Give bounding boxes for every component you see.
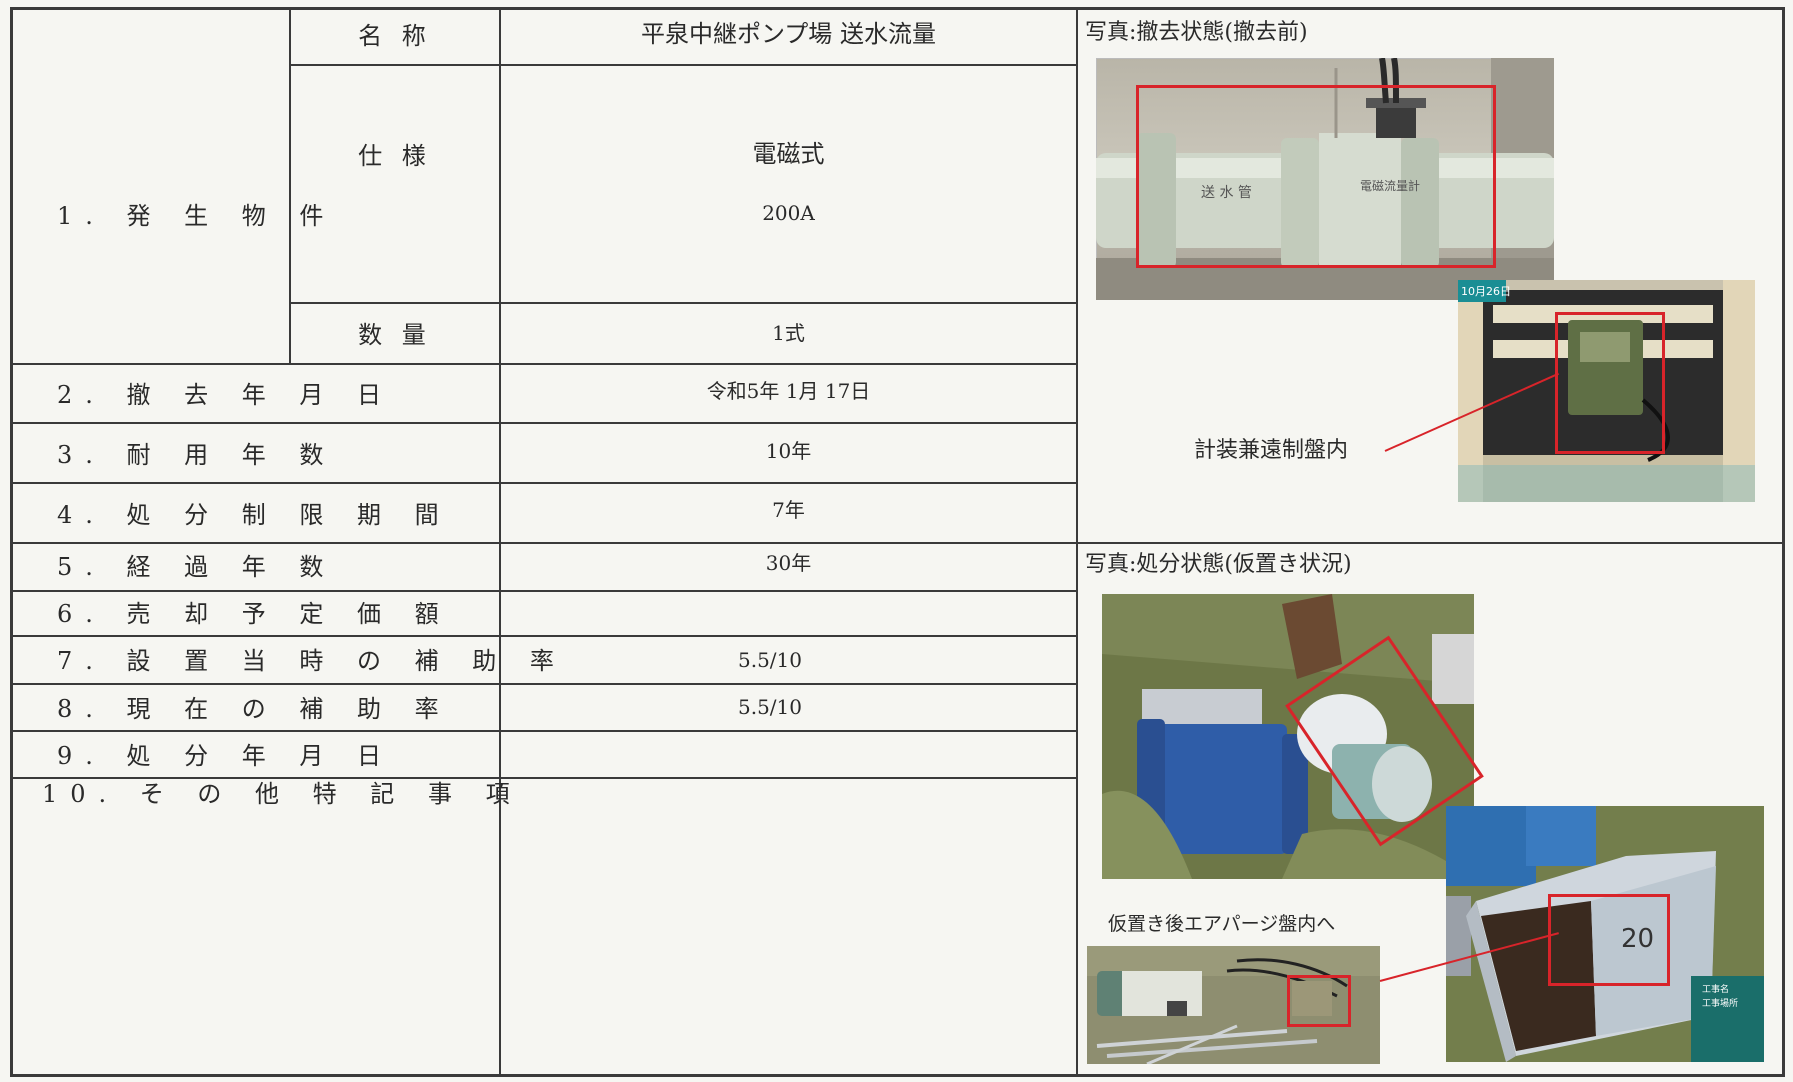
- sign-text-1: 工事名: [1702, 985, 1730, 995]
- temp-storage-drawing: [1087, 946, 1380, 1064]
- row-line-7: [10, 683, 1076, 685]
- row-line-1: [10, 363, 1076, 365]
- temp-storage-photo: [1087, 946, 1380, 1064]
- col-line-1: [289, 7, 291, 364]
- qty-label: 数 量: [358, 321, 432, 349]
- service-life-label: 3. 耐 用 年 数: [57, 441, 337, 469]
- temp-storage-highlight-box: [1287, 975, 1351, 1027]
- equipment-drawing: [1102, 594, 1474, 879]
- box-highlight-box: [1548, 894, 1670, 986]
- removal-date-label: 2. 撤 去 年 月 日: [57, 381, 395, 409]
- item-label: 1. 発 生 物 件: [57, 202, 337, 230]
- name-label: 名 称: [358, 22, 432, 50]
- removal-date-value: 令和5年 1月 17日: [706, 379, 871, 403]
- equipment-grass-photo: [1102, 594, 1474, 879]
- subsidy-current-value: 5.5/10: [738, 695, 802, 719]
- spec-value-size: 200A: [762, 201, 815, 225]
- flowmeter-label: 電磁流量計: [1360, 179, 1421, 193]
- other-notes-label: 10. そ の 他 特 記 事 項: [42, 780, 523, 808]
- sale-price-label: 6. 売 却 予 定 価 額: [57, 600, 452, 628]
- panel-drawing: [1458, 280, 1755, 502]
- box-drawing: [1446, 806, 1764, 1062]
- panel-caption: 計装兼遠制盤内: [1194, 438, 1349, 463]
- sign-text-2: 工事場所: [1702, 999, 1739, 1009]
- row-line-2: [10, 422, 1076, 424]
- pipe-label: 送 水 管: [1201, 185, 1252, 201]
- row-line-9: [10, 777, 1076, 779]
- subsidy-original-value: 5.5/10: [738, 648, 802, 672]
- box-number: 20: [1621, 924, 1655, 954]
- name-value: 平泉中継ポンプ場 送水流量: [641, 20, 936, 48]
- panel-photo: 10月26日: [1458, 280, 1755, 502]
- disposal-date-label: 9. 処 分 年 月 日: [57, 742, 395, 770]
- spec-label: 仕 様: [358, 142, 432, 170]
- row-line-8: [10, 730, 1076, 732]
- disposal-limit-label: 4. 処 分 制 限 期 間: [57, 501, 452, 529]
- pipe-highlight-box: [1136, 85, 1496, 268]
- disposal-limit-value: 7年: [772, 498, 805, 522]
- subsidy-original-label: 7. 設 置 当 時 の 補 助 率: [57, 647, 567, 675]
- row-line-6: [10, 635, 1076, 637]
- date-stamp: 10月26日: [1461, 285, 1511, 298]
- bottom-photo-caption: 写真:処分状態(仮置き状況): [1085, 552, 1352, 577]
- temp-storage-caption: 仮置き後エアパージ盤内へ: [1108, 913, 1336, 935]
- service-life-value: 10年: [765, 439, 812, 463]
- row-line-4: [10, 542, 1785, 544]
- qty-value: 1式: [772, 321, 805, 345]
- row-line-5: [10, 590, 1076, 592]
- spec-value-type: 電磁式: [752, 140, 825, 168]
- air-purge-box-photo: 20 工事名 工事場所: [1446, 806, 1764, 1062]
- row-line-name: [289, 64, 1076, 66]
- subsidy-current-label: 8. 現 在 の 補 助 率: [57, 695, 452, 723]
- row-line-3: [10, 482, 1076, 484]
- elapsed-years-value: 30年: [765, 551, 812, 575]
- row-line-spec: [289, 302, 1076, 304]
- top-photo-caption: 写真:撤去状態(撤去前): [1085, 20, 1308, 45]
- elapsed-years-label: 5. 経 過 年 数: [57, 553, 337, 581]
- panel-highlight-box: [1555, 312, 1665, 454]
